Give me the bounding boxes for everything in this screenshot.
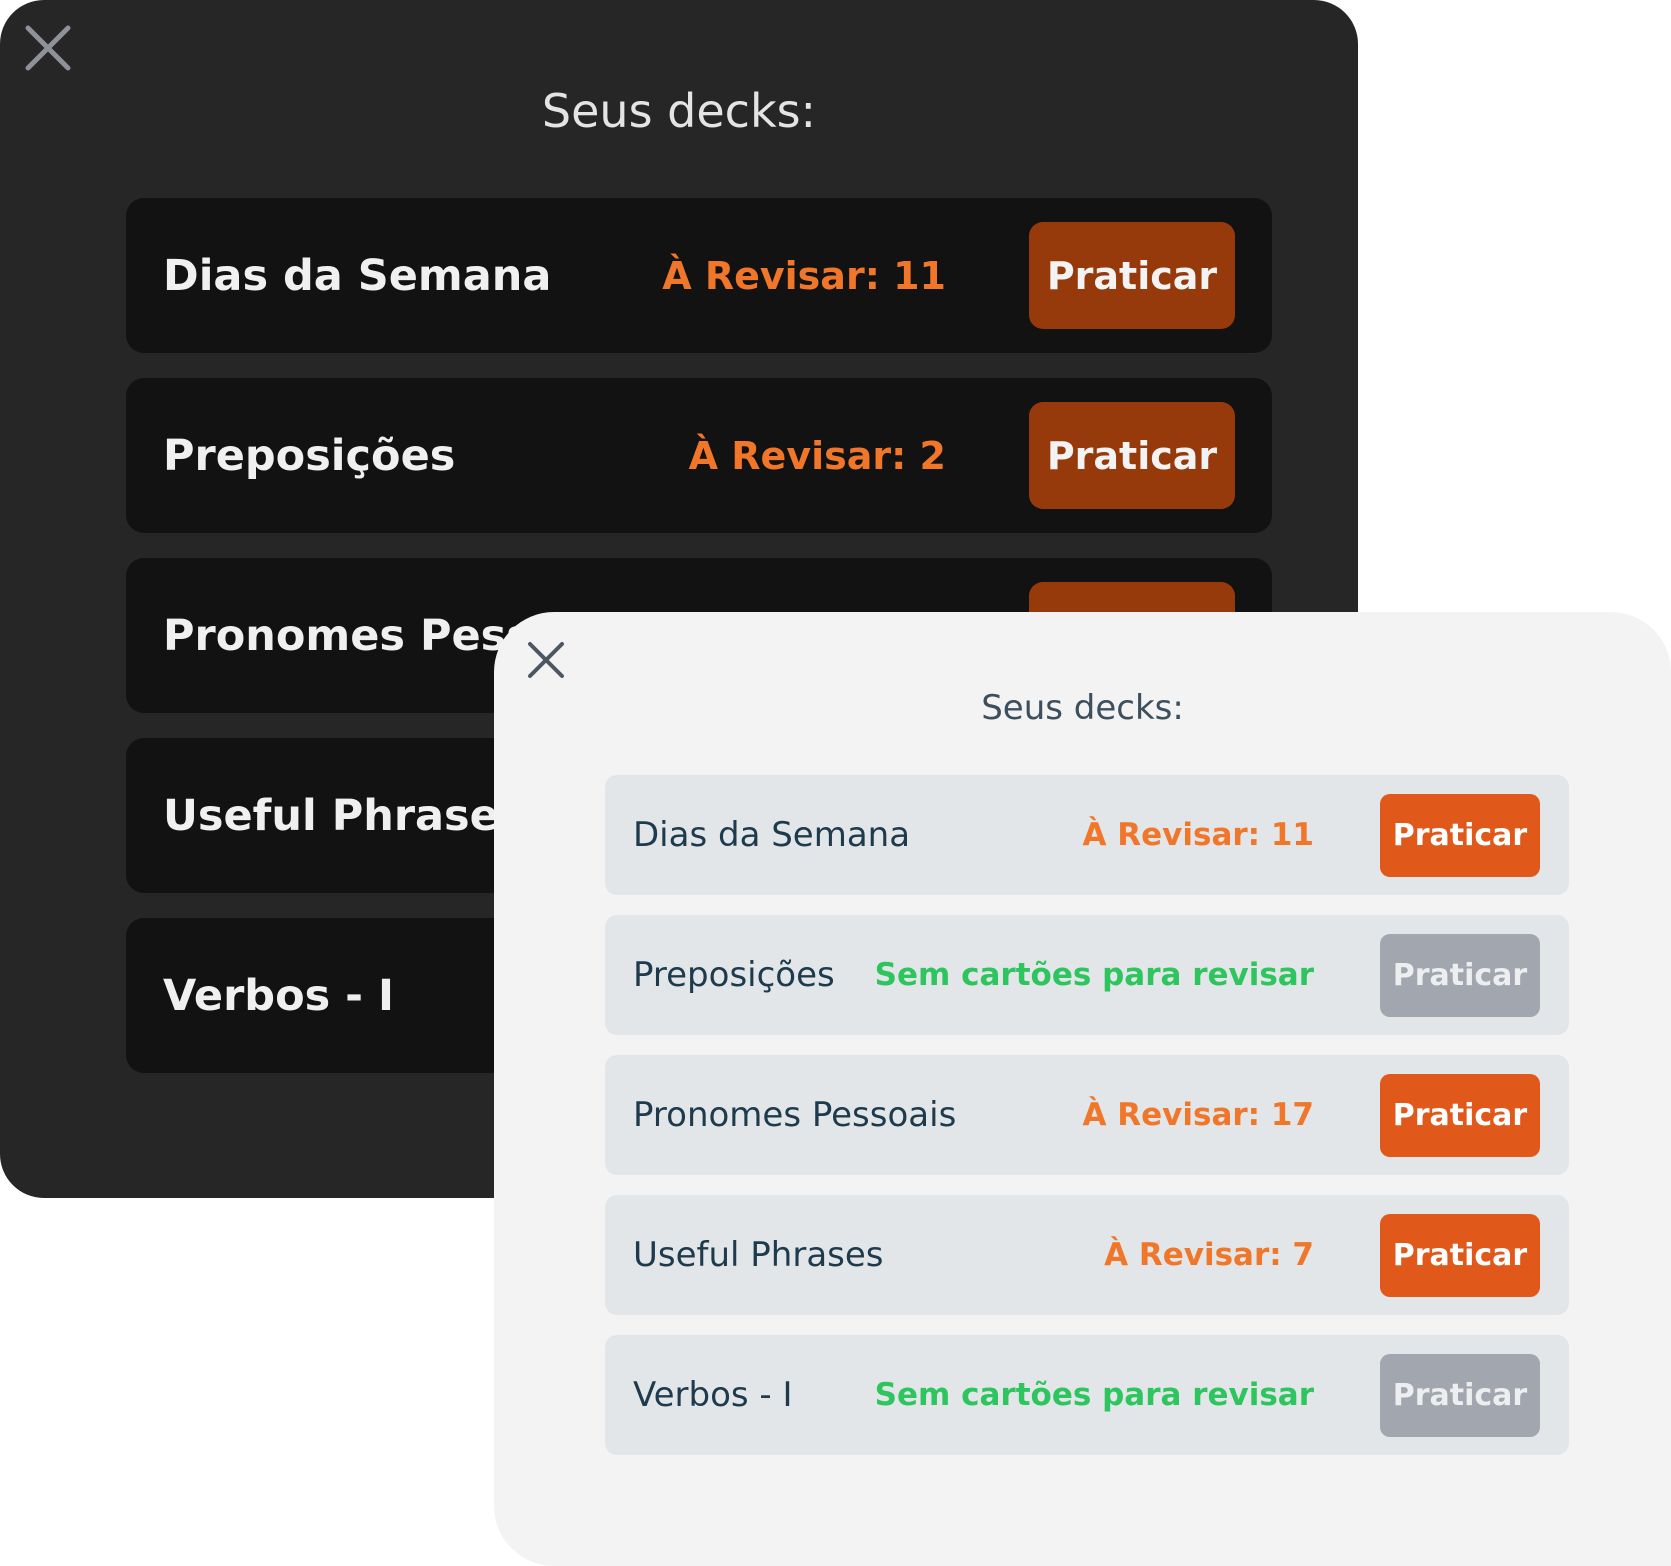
practice-button[interactable]: Praticar xyxy=(1029,222,1235,329)
review-count: À Revisar: 11 xyxy=(1082,817,1314,853)
deck-name: Dias da Semana xyxy=(163,250,552,301)
deck-name: Preposições xyxy=(633,955,835,995)
deck-row: Useful Phrases À Revisar: 7 Praticar xyxy=(605,1195,1569,1315)
practice-button[interactable]: Praticar xyxy=(1029,402,1235,509)
deck-name: Verbos - I xyxy=(163,970,394,1021)
practice-button[interactable]: Praticar xyxy=(1380,1074,1540,1157)
practice-button[interactable]: Praticar xyxy=(1380,1214,1540,1297)
deck-row: Dias da Semana À Revisar: 11 Praticar xyxy=(605,775,1569,895)
close-icon[interactable] xyxy=(22,22,74,74)
close-icon[interactable] xyxy=(526,640,566,680)
deck-name: Dias da Semana xyxy=(633,815,911,855)
modal-title: Seus decks: xyxy=(981,688,1184,728)
deck-row: Preposições À Revisar: 2 Praticar xyxy=(126,378,1272,533)
deck-row: Verbos - I Sem cartões para revisar Prat… xyxy=(605,1335,1569,1455)
deck-name: Verbos - I xyxy=(633,1375,793,1415)
no-review-status: Sem cartões para revisar xyxy=(874,1377,1314,1413)
deck-name: Preposições xyxy=(163,430,456,481)
review-count: À Revisar: 17 xyxy=(1082,1097,1314,1133)
review-count: À Revisar: 2 xyxy=(688,433,946,478)
deck-name: Pronomes Pessoais xyxy=(633,1095,957,1135)
practice-button-disabled: Praticar xyxy=(1380,934,1540,1017)
no-review-status: Sem cartões para revisar xyxy=(874,957,1314,993)
practice-button-disabled: Praticar xyxy=(1380,1354,1540,1437)
review-count: À Revisar: 7 xyxy=(1104,1237,1314,1273)
deck-name: Useful Phrases xyxy=(163,790,525,841)
deck-row: Dias da Semana À Revisar: 11 Praticar xyxy=(126,198,1272,353)
deck-name: Useful Phrases xyxy=(633,1235,884,1275)
deck-row: Preposições Sem cartões para revisar Pra… xyxy=(605,915,1569,1035)
practice-button[interactable]: Praticar xyxy=(1380,794,1540,877)
review-count: À Revisar: 11 xyxy=(662,253,946,298)
deck-row: Pronomes Pessoais À Revisar: 17 Praticar xyxy=(605,1055,1569,1175)
light-decks-modal: Seus decks: Dias da Semana À Revisar: 11… xyxy=(494,612,1671,1566)
modal-title: Seus decks: xyxy=(541,84,817,138)
